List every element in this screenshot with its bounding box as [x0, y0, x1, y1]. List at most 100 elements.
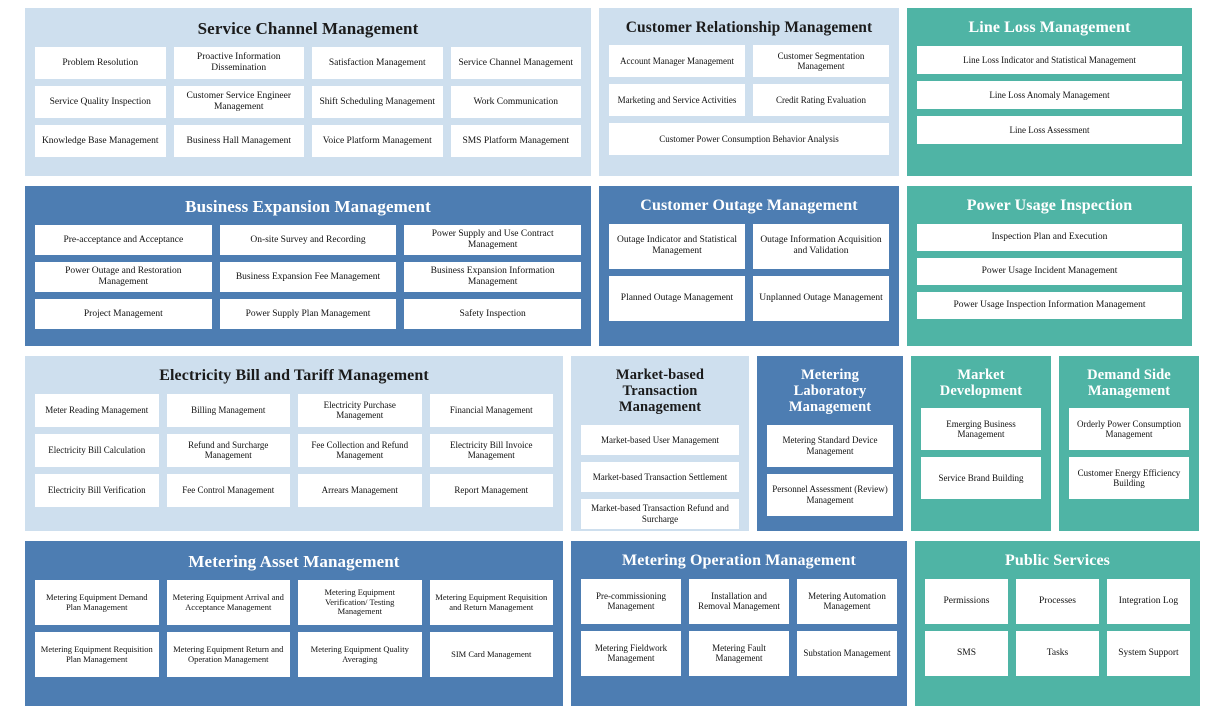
card-personnel-assessment-review-management[interactable]: Personnel Assessment (Review) Management — [767, 473, 893, 516]
card-service-quality-inspection[interactable]: Service Quality Inspection — [35, 86, 166, 119]
card-tasks[interactable]: Tasks — [1015, 630, 1099, 676]
card-satisfaction-management[interactable]: Satisfaction Management — [312, 47, 443, 80]
card-meter-reading-management[interactable]: Meter Reading Management — [35, 393, 159, 427]
card-voice-platform-management[interactable]: Voice Platform Management — [312, 125, 443, 158]
card-knowledge-base-management[interactable]: Knowledge Base Management — [35, 125, 166, 158]
card-pre-acceptance-and-acceptance[interactable]: Pre-acceptance and Acceptance — [35, 225, 212, 256]
card-work-communication[interactable]: Work Communication — [450, 86, 581, 119]
panel-title: Electricity Bill and Tariff Management — [159, 367, 429, 384]
card-system-support[interactable]: System Support — [1106, 630, 1190, 676]
card-pre-commissioning-management[interactable]: Pre-commissioning Management — [581, 578, 681, 624]
card-planned-outage-management[interactable]: Planned Outage Management — [609, 275, 745, 321]
panel-title: Customer Outage Management — [640, 197, 858, 214]
card-orderly-power-consumption-management[interactable]: Orderly Power Consumption Management — [1069, 408, 1189, 451]
panel-business-expansion-management: Business Expansion Management Pre-accept… — [25, 186, 591, 346]
panel-row-1: Service Channel Management Problem Resol… — [25, 8, 1200, 176]
card-power-supply-plan-management[interactable]: Power Supply Plan Management — [219, 299, 397, 330]
card-billing-management[interactable]: Billing Management — [166, 393, 290, 427]
card-fee-collection-and-refund-management[interactable]: Fee Collection and Refund Management — [298, 433, 422, 467]
card-customer-segmentation-management[interactable]: Customer Segmentation Management — [753, 45, 889, 78]
card-group: Problem Resolution Proactive Information… — [35, 47, 581, 166]
card-project-management[interactable]: Project Management — [35, 299, 212, 330]
panel-electricity-bill-and-tariff-management: Electricity Bill and Tariff Management M… — [25, 356, 563, 531]
card-credit-rating-evaluation[interactable]: Credit Rating Evaluation — [753, 84, 889, 117]
card-installation-and-removal-management[interactable]: Installation and Removal Management — [688, 578, 789, 624]
card-group: Orderly Power Consumption Management Cus… — [1069, 408, 1189, 521]
card-electricity-bill-verification[interactable]: Electricity Bill Verification — [35, 473, 159, 507]
panel-public-services: Public Services Permissions Processes In… — [915, 541, 1200, 706]
card-processes[interactable]: Processes — [1015, 578, 1099, 624]
card-inspection-plan-and-execution[interactable]: Inspection Plan and Execution — [917, 223, 1182, 251]
card-fee-control-management[interactable]: Fee Control Management — [166, 473, 290, 507]
panel-title: Public Services — [1004, 552, 1111, 569]
panel-market-development: Market Development Emerging Business Man… — [911, 356, 1051, 531]
card-sms[interactable]: SMS — [925, 630, 1008, 676]
card-power-outage-and-restoration-management[interactable]: Power Outage and Restoration Management — [35, 262, 212, 293]
card-sim-card-management[interactable]: SIM Card Management — [429, 632, 553, 678]
card-account-manager-management[interactable]: Account Manager Management — [609, 45, 745, 78]
card-refund-and-surcharge-management[interactable]: Refund and Surcharge Management — [166, 433, 290, 467]
card-metering-automation-management[interactable]: Metering Automation Management — [796, 578, 897, 624]
card-service-brand-building[interactable]: Service Brand Building — [921, 457, 1041, 500]
card-customer-service-engineer-management[interactable]: Customer Service Engineer Management — [173, 86, 304, 119]
card-proactive-information-dissemination[interactable]: Proactive Information Dissemination — [173, 47, 304, 80]
card-substation-management[interactable]: Substation Management — [796, 630, 897, 676]
capability-map: Service Channel Management Problem Resol… — [0, 8, 1225, 728]
card-report-management[interactable]: Report Management — [429, 473, 553, 507]
card-business-expansion-fee-management[interactable]: Business Expansion Fee Management — [219, 262, 397, 293]
panel-metering-laboratory-management: Metering Laboratory Management Metering … — [757, 356, 903, 531]
panel-service-channel-management: Service Channel Management Problem Resol… — [25, 8, 591, 176]
card-business-hall-management[interactable]: Business Hall Management — [173, 125, 304, 158]
card-service-channel-management[interactable]: Service Channel Management — [450, 47, 581, 80]
panel-title: Market-based Transaction Management — [615, 367, 705, 416]
card-unplanned-outage-management[interactable]: Unplanned Outage Management — [753, 275, 889, 321]
card-outage-indicator-and-statistical-management[interactable]: Outage Indicator and Statistical Managem… — [609, 223, 745, 269]
card-metering-equipment-return-and-operation-management[interactable]: Metering Equipment Return and Operation … — [166, 632, 290, 678]
card-electricity-purchase-management[interactable]: Electricity Purchase Management — [298, 393, 422, 427]
card-outage-information-acquisition-and-validation[interactable]: Outage Information Acquisition and Valid… — [753, 223, 889, 269]
card-metering-equipment-requisition-and-return-management[interactable]: Metering Equipment Requisition and Retur… — [429, 580, 553, 626]
panel-market-based-transaction-management: Market-based Transaction Management Mark… — [571, 356, 749, 531]
card-problem-resolution[interactable]: Problem Resolution — [35, 47, 166, 80]
card-metering-equipment-demand-plan-management[interactable]: Metering Equipment Demand Plan Managemen… — [35, 580, 159, 626]
panel-power-usage-inspection: Power Usage Inspection Inspection Plan a… — [907, 186, 1192, 346]
card-safety-inspection[interactable]: Safety Inspection — [404, 299, 581, 330]
card-power-supply-and-use-contract-management[interactable]: Power Supply and Use Contract Management — [404, 225, 581, 256]
panel-demand-side-management: Demand Side Management Orderly Power Con… — [1059, 356, 1199, 531]
panel-title: Business Expansion Management — [185, 197, 431, 216]
card-metering-fault-management[interactable]: Metering Fault Management — [688, 630, 789, 676]
card-metering-fieldwork-management[interactable]: Metering Fieldwork Management — [581, 630, 681, 676]
card-market-based-transaction-settlement[interactable]: Market-based Transaction Settlement — [581, 461, 739, 492]
panel-row-2: Business Expansion Management Pre-accept… — [25, 186, 1200, 346]
card-metering-equipment-verification-testing-management[interactable]: Metering Equipment Verification/ Testing… — [298, 580, 422, 626]
card-business-expansion-information-management[interactable]: Business Expansion Information Managemen… — [404, 262, 581, 293]
card-customer-power-consumption-behavior-analysis[interactable]: Customer Power Consumption Behavior Anal… — [609, 123, 889, 156]
card-electricity-bill-calculation[interactable]: Electricity Bill Calculation — [35, 433, 159, 467]
panel-metering-asset-management: Metering Asset Management Metering Equip… — [25, 541, 563, 706]
card-sms-platform-management[interactable]: SMS Platform Management — [450, 125, 581, 158]
card-metering-equipment-quality-averaging[interactable]: Metering Equipment Quality Averaging — [298, 632, 422, 678]
card-group: Pre-acceptance and Acceptance On-site Su… — [35, 225, 581, 336]
panel-title: Metering Asset Management — [188, 552, 400, 571]
card-integration-log[interactable]: Integration Log — [1106, 578, 1190, 624]
card-market-based-transaction-refund-and-surcharge[interactable]: Market-based Transaction Refund and Surc… — [581, 498, 739, 529]
card-customer-energy-efficiency-building[interactable]: Customer Energy Efficiency Building — [1069, 457, 1189, 500]
card-metering-standard-device-management[interactable]: Metering Standard Device Management — [767, 424, 893, 467]
card-arrears-management[interactable]: Arrears Management — [298, 473, 422, 507]
card-emerging-business-management[interactable]: Emerging Business Management — [921, 408, 1041, 451]
card-group: Line Loss Indicator and Statistical Mana… — [917, 45, 1182, 166]
card-financial-management[interactable]: Financial Management — [429, 393, 553, 427]
card-marketing-and-service-activities[interactable]: Marketing and Service Activities — [609, 84, 745, 117]
card-metering-equipment-arrival-and-acceptance-management[interactable]: Metering Equipment Arrival and Acceptanc… — [166, 580, 290, 626]
card-electricity-bill-invoice-management[interactable]: Electricity Bill Invoice Management — [429, 433, 553, 467]
card-line-loss-assessment[interactable]: Line Loss Assessment — [917, 115, 1182, 144]
card-metering-equipment-requisition-plan-management[interactable]: Metering Equipment Requisition Plan Mana… — [35, 632, 159, 678]
card-line-loss-indicator-and-statistical-management[interactable]: Line Loss Indicator and Statistical Mana… — [917, 45, 1182, 74]
card-power-usage-incident-management[interactable]: Power Usage Incident Management — [917, 257, 1182, 285]
card-market-based-user-management[interactable]: Market-based User Management — [581, 424, 739, 455]
card-permissions[interactable]: Permissions — [925, 578, 1008, 624]
card-power-usage-inspection-information-management[interactable]: Power Usage Inspection Information Manag… — [917, 291, 1182, 319]
card-on-site-survey-and-recording[interactable]: On-site Survey and Recording — [219, 225, 397, 256]
card-shift-scheduling-management[interactable]: Shift Scheduling Management — [312, 86, 443, 119]
card-line-loss-anomaly-management[interactable]: Line Loss Anomaly Management — [917, 80, 1182, 109]
